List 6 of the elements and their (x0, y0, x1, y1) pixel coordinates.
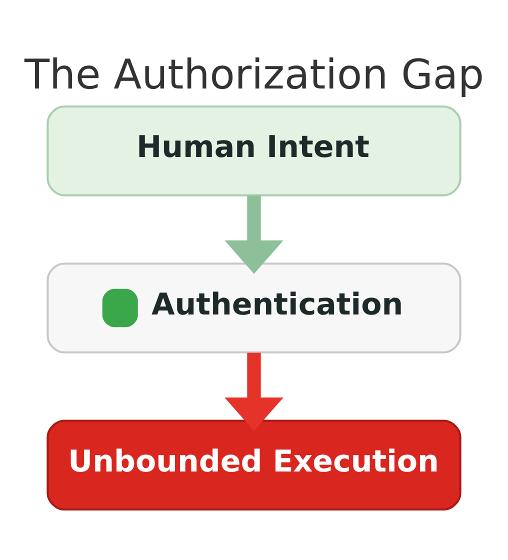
arrow (224, 352, 284, 432)
node-box: Human Intent (46, 105, 462, 196)
diagram-title: The Authorization Gap (24, 50, 484, 99)
arrow (224, 196, 284, 274)
node-box: Unbounded Execution (46, 420, 462, 511)
node-box: Authentication (46, 262, 462, 354)
